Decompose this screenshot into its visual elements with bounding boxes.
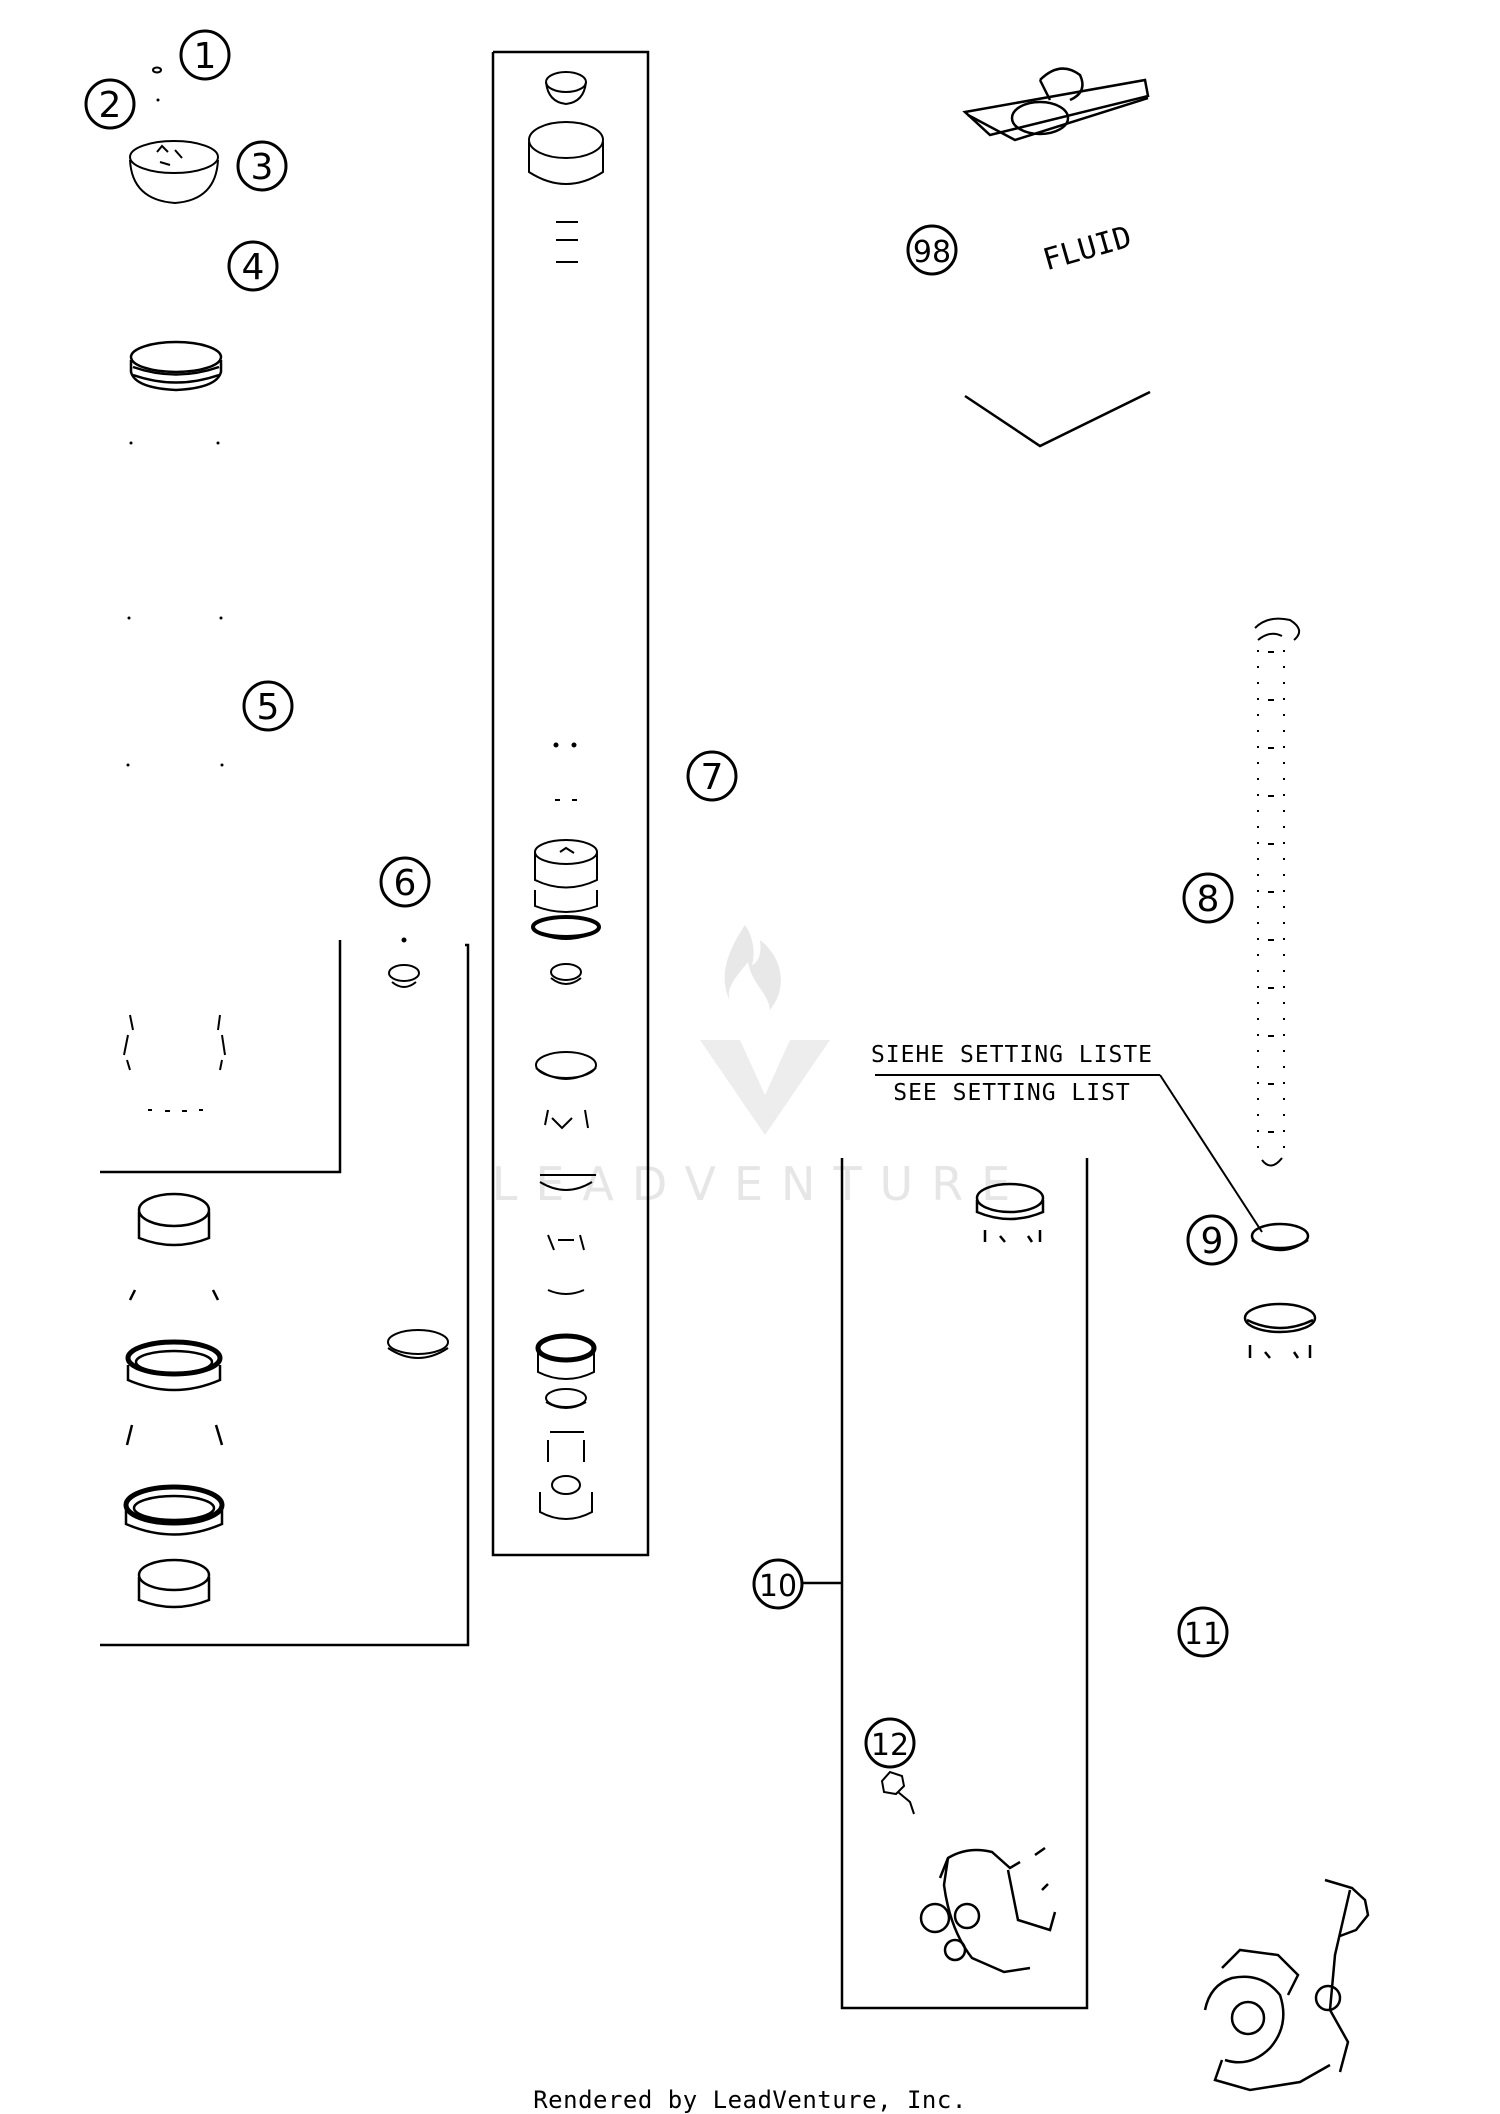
part-ring-4 bbox=[129, 340, 223, 392]
container-label: FLUID bbox=[1039, 220, 1135, 279]
part-ring-9 bbox=[1243, 1222, 1317, 1359]
watermark: LEADVENTURE bbox=[492, 925, 1029, 1211]
callout-6[interactable]: 6 bbox=[379, 856, 431, 908]
watermark-logo-icon bbox=[700, 925, 830, 1135]
svg-text:10: 10 bbox=[759, 1569, 797, 1604]
svg-text:1: 1 bbox=[194, 36, 217, 77]
callout-4[interactable]: 4 bbox=[227, 240, 279, 292]
part-cap-3 bbox=[129, 140, 219, 205]
svg-text:9: 9 bbox=[1201, 1221, 1224, 1262]
svg-text:2: 2 bbox=[99, 85, 122, 126]
callout-5[interactable]: 5 bbox=[242, 680, 294, 732]
callout-8[interactable]: 8 bbox=[1182, 872, 1234, 924]
callout-10[interactable]: 10 bbox=[752, 1558, 804, 1610]
part-fork-leg-11 bbox=[1203, 1878, 1370, 2092]
part-fluid-can-98: FLUID bbox=[962, 67, 1151, 448]
part-spring-5 bbox=[126, 441, 224, 767]
part-bleeder-screw-12 bbox=[880, 1770, 915, 1815]
svg-text:12: 12 bbox=[871, 1728, 909, 1763]
svg-text:98: 98 bbox=[913, 235, 951, 270]
group-box-7 bbox=[491, 50, 650, 1557]
callout-2[interactable]: 2 bbox=[84, 78, 136, 130]
svg-text:8: 8 bbox=[1197, 879, 1220, 920]
part-screw-1 bbox=[152, 66, 162, 74]
note-line-en: SEE SETTING LIST bbox=[893, 1080, 1131, 1106]
svg-text:5: 5 bbox=[257, 687, 280, 728]
callout-11[interactable]: 11 bbox=[1177, 1606, 1229, 1658]
note-setting-list: SIEHE SETTING LISTE SEE SETTING LIST bbox=[871, 1042, 1263, 1233]
svg-text:4: 4 bbox=[242, 247, 265, 288]
callout-3[interactable]: 3 bbox=[236, 140, 288, 192]
part-tube-lower bbox=[123, 1014, 226, 1112]
footer-credit: Rendered by LeadVenture, Inc. bbox=[533, 2086, 967, 2114]
callout-1[interactable]: 1 bbox=[179, 29, 231, 81]
part-oring-6 bbox=[387, 937, 449, 1359]
part-washer-2 bbox=[156, 98, 160, 102]
group-box-10 bbox=[800, 1158, 1089, 2010]
callout-12[interactable]: 12 bbox=[864, 1717, 916, 1769]
svg-text:6: 6 bbox=[394, 863, 417, 904]
svg-text:7: 7 bbox=[701, 757, 724, 798]
note-line-de: SIEHE SETTING LISTE bbox=[871, 1042, 1153, 1068]
group-box-6 bbox=[100, 940, 470, 1647]
part-fork-leg-10 bbox=[975, 1182, 1045, 1243]
callout-9[interactable]: 9 bbox=[1186, 1214, 1238, 1266]
callout-98[interactable]: 98 bbox=[906, 224, 958, 276]
svg-text:3: 3 bbox=[251, 147, 274, 188]
part-cartridge-7 bbox=[528, 71, 604, 1520]
part-axle-clamp-10 bbox=[919, 1846, 1057, 1974]
callout-7[interactable]: 7 bbox=[686, 750, 738, 802]
svg-text:11: 11 bbox=[1184, 1617, 1222, 1652]
watermark-text: LEADVENTURE bbox=[492, 1157, 1029, 1211]
part-spring-8 bbox=[1254, 617, 1301, 1167]
part-seal-stack bbox=[123, 1192, 225, 1609]
